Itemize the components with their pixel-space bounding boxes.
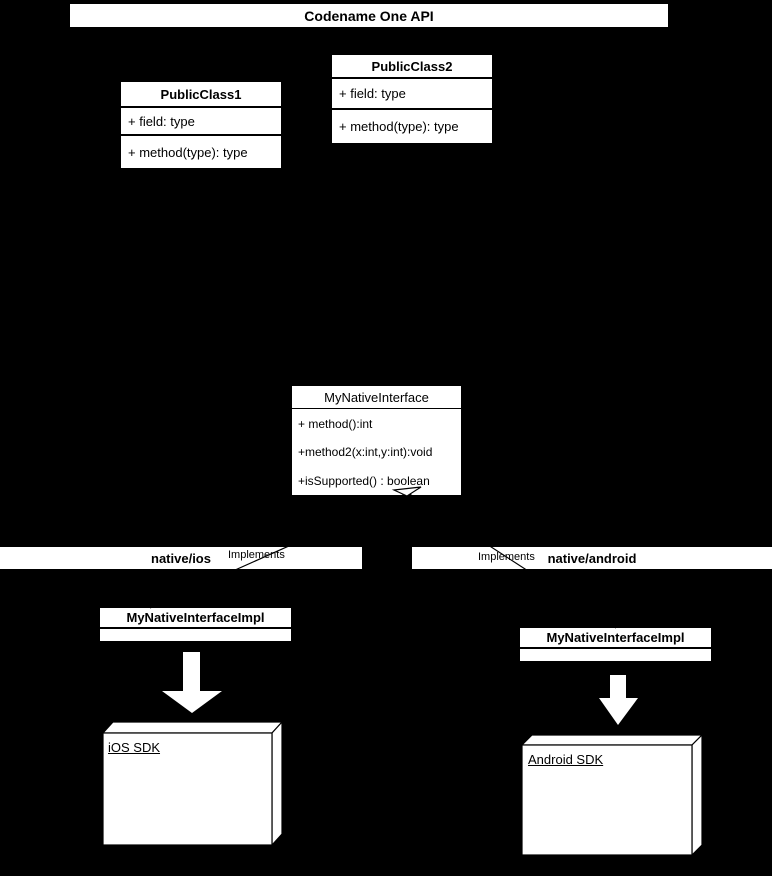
interface-method: + method():int [298, 416, 373, 431]
class-title: PublicClass1 [121, 82, 281, 108]
class-member-field: + field: type [121, 108, 281, 136]
class-box-publicclass1: PublicClass1 + field: type + method(type… [121, 82, 281, 168]
sdk-label-ios: iOS SDK [108, 740, 161, 755]
api-package-label: Codename One API [304, 7, 434, 24]
impl-empty-compartment [520, 649, 711, 661]
class-box-publicclass2: PublicClass2 + field: type + method(type… [332, 55, 492, 143]
class-member-field: + field: type [332, 79, 492, 110]
class-member-method: + method(type): type [339, 119, 459, 134]
package-bar-native-android: native/android Implements [412, 547, 772, 569]
interface-method: +isSupported() : boolean [298, 473, 430, 488]
class-member-method: + method(type): type [128, 144, 248, 160]
package-label-android: native/android [547, 550, 637, 566]
package-label-ios: native/ios [151, 550, 211, 566]
interface-box-mynativeinterface: MyNativeInterface + method():int +method… [292, 386, 461, 495]
sdk-node-right-face [271, 720, 283, 847]
impl-box-android: MyNativeInterfaceImpl [520, 628, 711, 661]
down-arrow-icon-ios [162, 652, 222, 713]
implements-label-android: Implements [478, 551, 535, 563]
impl-class-title: MyNativeInterfaceImpl [520, 628, 711, 649]
class-title: PublicClass2 [332, 55, 492, 79]
interface-title: MyNativeInterface [292, 386, 461, 409]
sdk-node-right-face [691, 733, 703, 857]
sdk-label-android: Android SDK [528, 752, 604, 767]
sdk-node-top-face [101, 721, 284, 734]
impl-empty-compartment [100, 629, 291, 641]
sdk-node-top-face [520, 734, 704, 746]
down-arrow-icon-android [599, 675, 638, 725]
interface-method: +method2(x:int,y:int):void [298, 445, 433, 459]
api-package-bar: Codename One API [70, 4, 668, 27]
package-bar-native-ios: native/ios Implements [0, 547, 362, 569]
impl-class-title: MyNativeInterfaceImpl [100, 608, 291, 629]
implements-label-ios: Implements [228, 549, 285, 561]
impl-box-ios: MyNativeInterfaceImpl [100, 608, 291, 641]
